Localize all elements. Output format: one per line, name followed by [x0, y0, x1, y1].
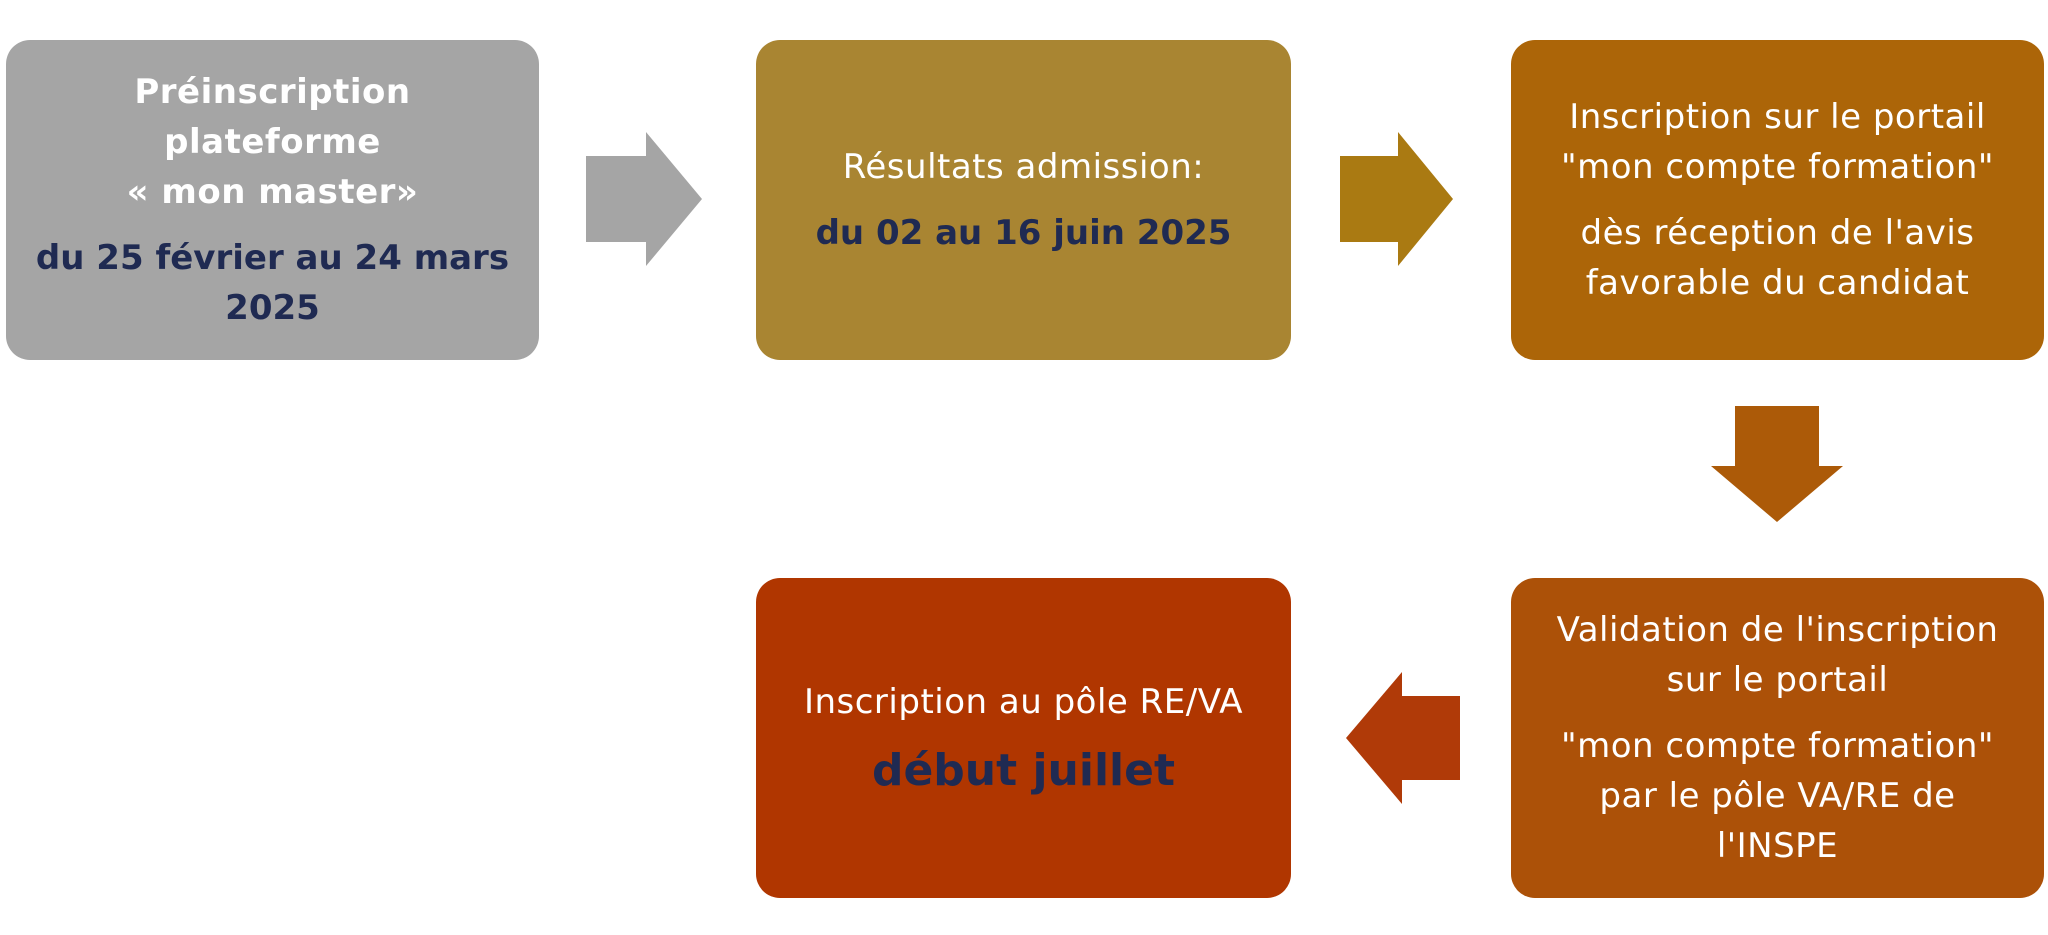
step-inscription-pole-date: début juillet [871, 745, 1176, 796]
step-validation-line4: par le pôle VA/RE de [1599, 776, 1956, 816]
step-inscription-pole: Inscription au pôle RE/VA début juillet [756, 578, 1291, 898]
arrow-down-shape [1711, 406, 1843, 522]
step-inscription-pole-title: Inscription au pôle RE/VA [803, 682, 1244, 722]
step-validation-line3: "mon compte formation" [1560, 726, 1995, 766]
arrow-down-icon [1711, 406, 1843, 522]
arrow-right-icon [1340, 132, 1453, 266]
step-preinscription-title-line1: Préinscription plateforme [134, 72, 411, 162]
step-validation-line5: l'INSPE [1716, 826, 1839, 866]
step-validation-inscription: Validation de l'inscription sur le porta… [1511, 578, 2044, 898]
arrow-right-icon [586, 132, 702, 266]
step-validation-line1: Validation de l'inscription [1556, 610, 1999, 650]
arrow-left-icon [1346, 672, 1460, 804]
step-resultats-admission: Résultats admission: du 02 au 16 juin 20… [756, 40, 1291, 360]
arrow-right-1-shape [586, 132, 702, 266]
step-inscription-portail: Inscription sur le portail "mon compte f… [1511, 40, 2044, 360]
step-inscription-portail-line2: "mon compte formation" [1560, 147, 1995, 187]
arrow-right-2-shape [1340, 132, 1453, 266]
step-resultats-date: du 02 au 16 juin 2025 [815, 213, 1232, 253]
step-preinscription-date-line1: du 25 février au 24 mars [35, 238, 510, 278]
step-preinscription: Préinscription plateforme « mon master» … [6, 40, 539, 360]
step-inscription-portail-line3: dès réception de l'avis [1580, 213, 1975, 253]
step-preinscription-title-line2: « mon master» [126, 172, 419, 212]
step-inscription-portail-line1: Inscription sur le portail [1569, 97, 1986, 137]
step-resultats-title: Résultats admission: [842, 147, 1205, 187]
arrow-left-shape [1346, 672, 1460, 804]
step-preinscription-date-line2: 2025 [225, 288, 320, 328]
step-inscription-portail-line4: favorable du candidat [1585, 263, 1970, 303]
step-validation-line2: sur le portail [1666, 660, 1889, 700]
